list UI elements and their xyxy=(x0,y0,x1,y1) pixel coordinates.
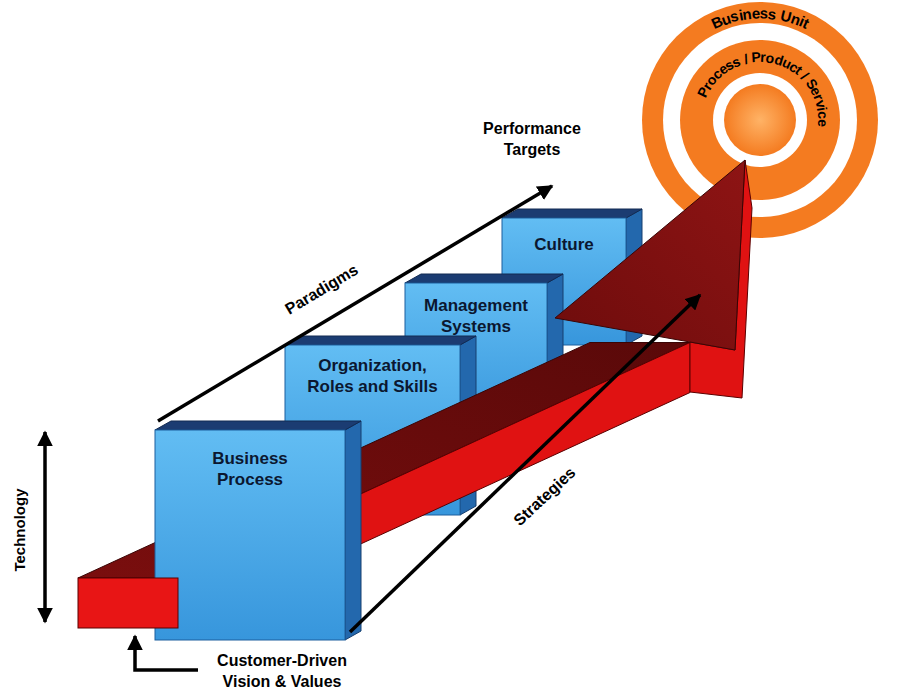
arrowhead-top xyxy=(555,160,745,350)
ring-letter: s xyxy=(760,5,769,20)
ring-band xyxy=(663,23,857,217)
ring-label: Process / Product / Service xyxy=(680,40,840,200)
ring-letter: P xyxy=(751,50,761,65)
arrowhead-side xyxy=(690,160,752,398)
annotation-label: Technology xyxy=(10,488,30,571)
box-top-face xyxy=(285,336,476,345)
box-top-face xyxy=(155,421,361,430)
annotation-label: Customer-Driven Vision & Values xyxy=(195,651,370,693)
label-holder: Paradigms xyxy=(282,260,363,320)
box-side-face xyxy=(460,336,476,515)
annotation-label: Performance Targets xyxy=(457,119,607,161)
box-label: Culture xyxy=(512,234,616,255)
label-holder: Strategies xyxy=(510,463,581,531)
annotation-label: Strategies xyxy=(510,463,581,531)
ring-label: Business Unit xyxy=(642,2,878,238)
ring-letter: / xyxy=(742,51,749,66)
paradigms-arrow xyxy=(158,186,552,421)
ring-band xyxy=(680,40,840,200)
ring-letter: e xyxy=(816,119,830,127)
ring-band xyxy=(713,73,807,167)
box-front-face xyxy=(155,430,345,640)
strategies-arrow xyxy=(350,295,700,632)
annotation-label: Paradigms xyxy=(282,260,363,320)
ring-band xyxy=(642,2,878,238)
box-side-face xyxy=(345,421,361,640)
ring-band xyxy=(724,84,796,156)
ring-letter: c xyxy=(816,111,831,120)
box-top-face xyxy=(502,209,642,218)
ring-letter: s xyxy=(767,6,777,22)
ring-letter: n xyxy=(742,6,753,22)
process-box: Business Process xyxy=(155,430,345,640)
target-ring: Process / Product / ServiceBusiness Unit xyxy=(642,2,878,238)
shaft-end-cap xyxy=(78,578,178,628)
box-side-face xyxy=(547,274,563,430)
target-ring: Process / Product / Service xyxy=(680,40,840,200)
label-holder: Customer-Driven Vision & Values xyxy=(195,651,370,693)
box-side-face xyxy=(626,209,642,345)
label-holder: Performance Targets xyxy=(457,119,607,161)
box-top-face xyxy=(405,274,563,283)
box-label: Business Process xyxy=(185,448,315,491)
box-label: Organization, Roles and Skills xyxy=(295,355,450,398)
vision-arrow xyxy=(135,636,198,670)
ring-letter: e xyxy=(751,5,760,20)
box-label: Management Systems xyxy=(415,295,537,338)
technology-arrow xyxy=(43,432,47,622)
label-holder: Technology xyxy=(10,488,30,571)
